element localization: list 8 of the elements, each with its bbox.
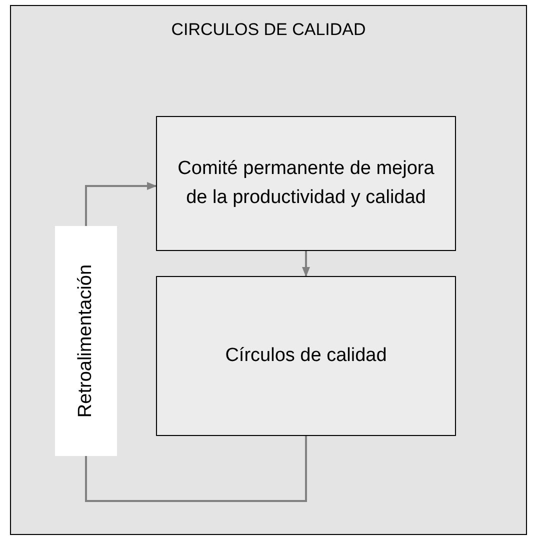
process-box [156, 276, 456, 436]
group-panel [10, 5, 527, 535]
panel-title: CIRCULOS DE CALIDAD [170, 20, 367, 40]
process-box [156, 116, 456, 251]
box-text: Círculos de calidad [225, 344, 387, 368]
box-text: Comité permanente de mejora de la productividad y calidad [176, 157, 436, 210]
edge-label: Retroalimentación [55, 226, 117, 456]
connector-arrow [302, 251, 310, 277]
